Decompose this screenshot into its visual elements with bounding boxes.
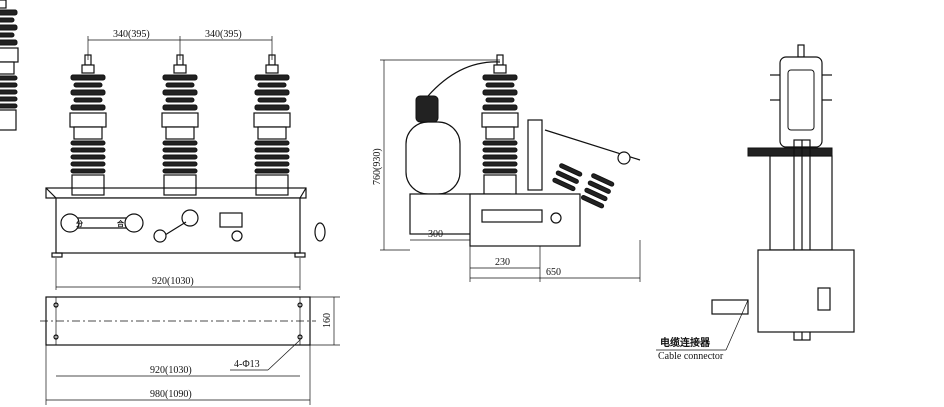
dim-holes: 4-Φ13 — [234, 359, 260, 370]
label-close: 合 — [116, 219, 125, 228]
cable-connector-label-en: Cable connector — [658, 351, 724, 362]
plan-view: 160 4-Φ13 920(1030) 980(1090) — [40, 296, 340, 405]
insulator — [0, 0, 19, 131]
pull-rod-insulator — [552, 163, 583, 192]
cable-connector-label-cn: 电缆连接器 — [660, 336, 711, 349]
side-view: 760(930) 300 230 650 — [372, 54, 641, 282]
front-view: 340(395) 340(395) 分 合 920(1030) — [0, 0, 326, 290]
dim-depth: 160 — [322, 313, 333, 328]
dim-width: 920(1030) — [152, 276, 194, 287]
dim-hole-spacing: 920(1030) — [150, 365, 192, 376]
dim-spacing-left: 340(395) — [113, 29, 150, 40]
label-open: 分 — [76, 219, 83, 228]
dim-650: 650 — [546, 267, 561, 278]
dim-spacing-right: 340(395) — [205, 29, 242, 40]
dim-total-width: 980(1090) — [150, 389, 192, 400]
dim-height: 760(930) — [372, 148, 383, 185]
dim-230: 230 — [495, 257, 510, 268]
section-view: 电缆连接器 Cable connector — [656, 44, 855, 362]
dim-300: 300 — [428, 229, 443, 240]
